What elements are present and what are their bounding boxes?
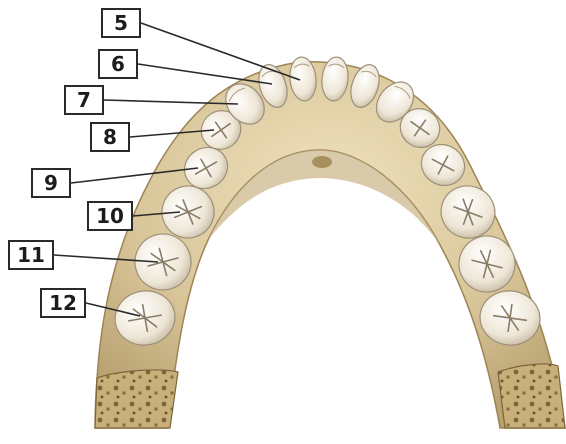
label-11-text: 11	[17, 243, 45, 267]
label-7-text: 7	[77, 88, 91, 112]
label-6: 6	[98, 49, 138, 79]
label-9-text: 9	[44, 171, 58, 195]
label-12: 12	[40, 288, 86, 318]
leader-line-5	[141, 23, 300, 80]
genial-tubercle	[312, 156, 332, 168]
label-8: 8	[90, 122, 130, 152]
label-11: 11	[8, 240, 54, 270]
label-10: 10	[87, 201, 133, 231]
label-7: 7	[64, 85, 104, 115]
label-12-text: 12	[49, 291, 77, 315]
label-8-text: 8	[103, 125, 117, 149]
label-6-text: 6	[111, 52, 125, 76]
label-9: 9	[31, 168, 71, 198]
leader-line-6	[138, 64, 272, 84]
label-5-text: 5	[114, 11, 128, 35]
label-5: 5	[101, 8, 141, 38]
label-10-text: 10	[96, 204, 124, 228]
left-cut-section	[95, 370, 178, 428]
right-cut-section	[498, 364, 565, 428]
